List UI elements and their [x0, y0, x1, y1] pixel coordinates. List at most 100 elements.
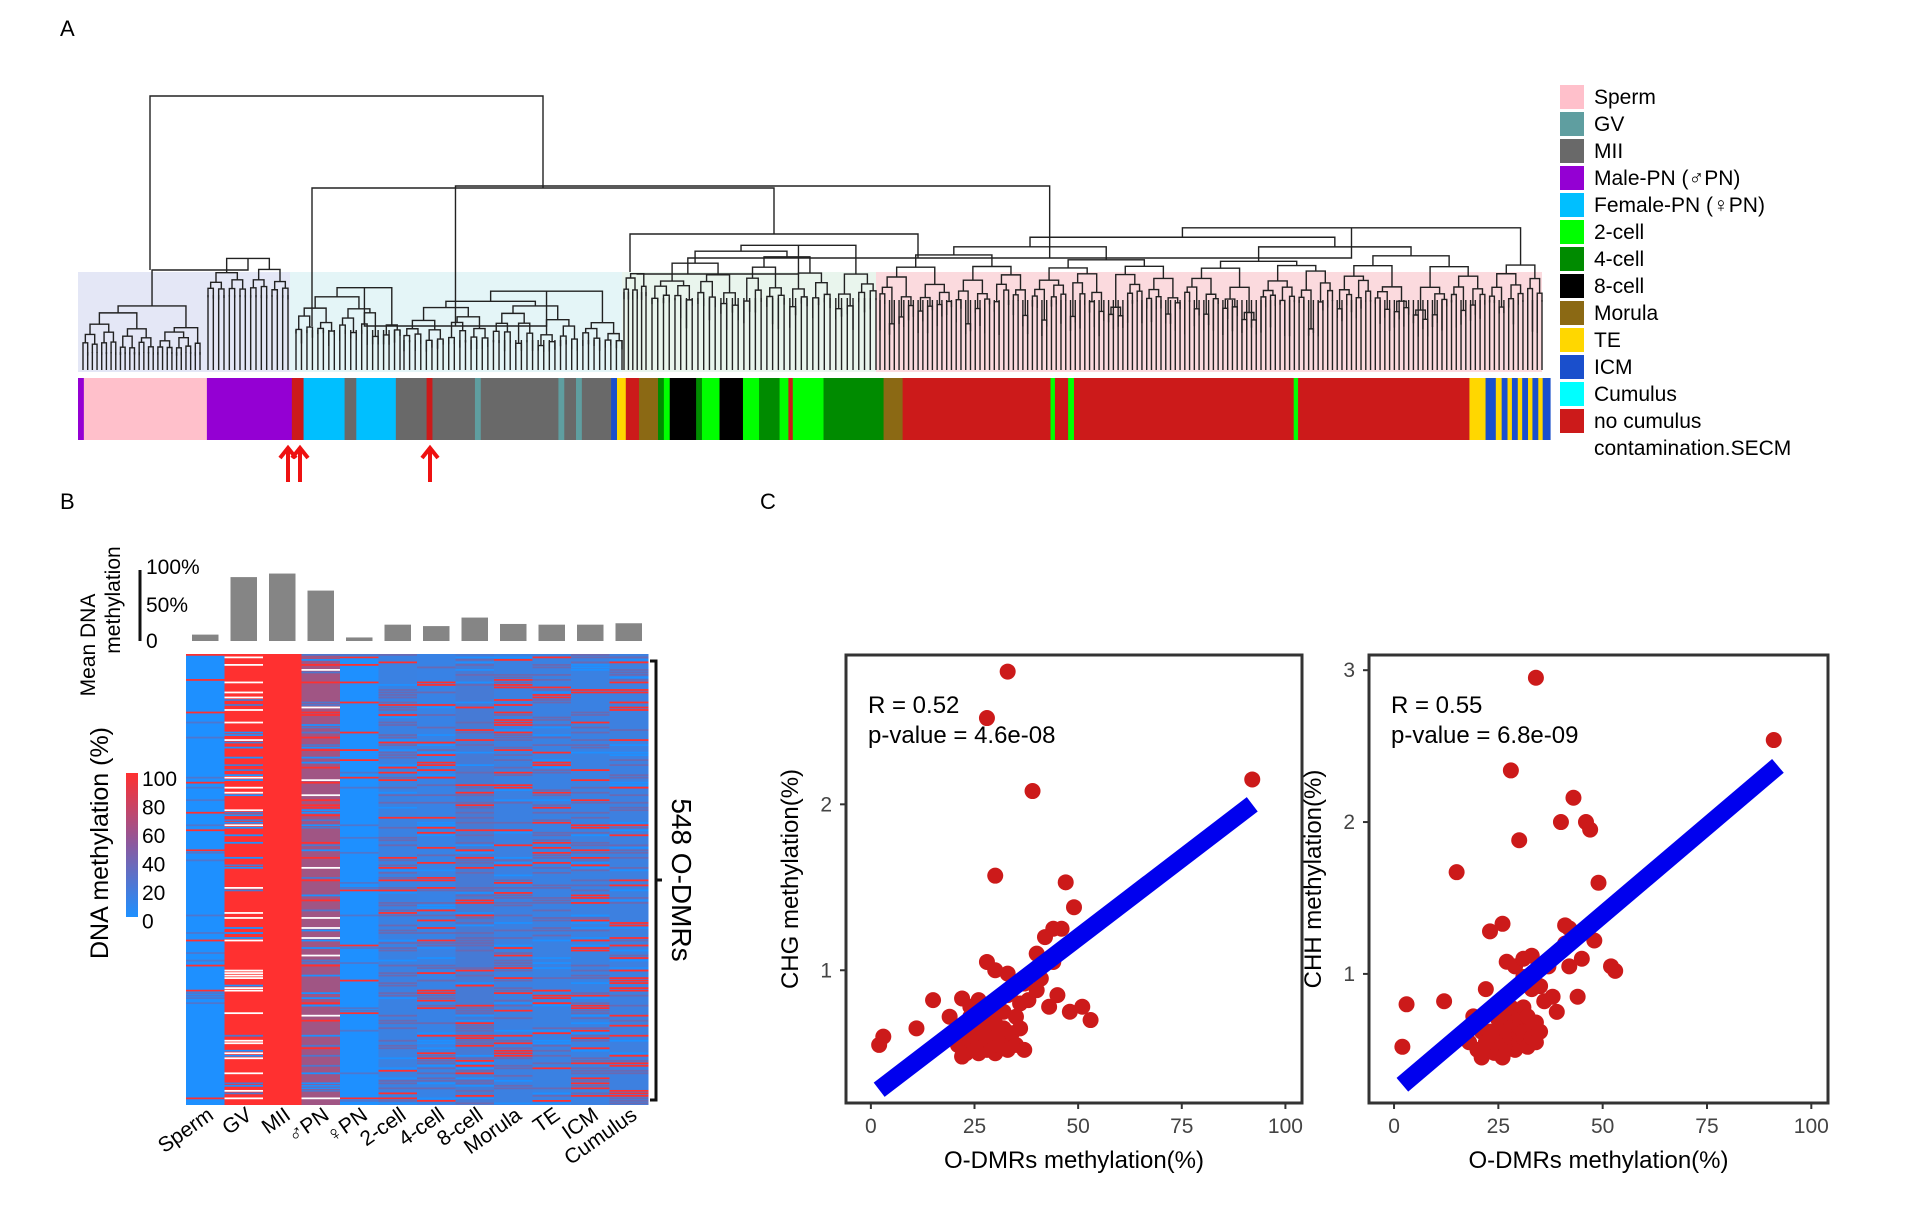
scatter-point: [1057, 874, 1074, 891]
heatmap-stripe: [417, 1059, 456, 1062]
dendrogram-link: [140, 337, 152, 347]
dendrogram-link: [860, 283, 874, 293]
annotation-segment: [575, 378, 583, 440]
heatmap-stripe: [186, 829, 225, 832]
heatmap-stripe: [532, 724, 572, 726]
heatmap-stripe: [455, 764, 495, 766]
heatmap-stripe: [532, 1049, 572, 1052]
dendrogram-link: [492, 330, 500, 344]
heatmap-stripe: [571, 1032, 610, 1035]
scatter-point: [1765, 732, 1782, 749]
heatmap-stripe: [301, 804, 341, 807]
heatmap-stripe: [455, 721, 495, 724]
dendrogram-link: [700, 280, 714, 298]
heatmap-stripe: [224, 731, 264, 734]
heatmap-stripe: [494, 1052, 533, 1055]
heatmap-stripe: [186, 939, 225, 942]
heatmap-stripe: [378, 974, 418, 977]
heatmap-stripe: [494, 947, 533, 949]
heatmap-stripe: [340, 1007, 379, 1010]
heatmap-stripe: [571, 1069, 610, 1072]
heatmap-stripe: [532, 1004, 572, 1007]
dendrogram-link: [1107, 313, 1115, 330]
heatmap-stripe: [378, 779, 418, 782]
heatmap-stripe: [417, 769, 456, 772]
heatmap-stripe: [494, 1064, 533, 1067]
dendrogram-link: [215, 272, 239, 283]
heatmap-stripe: [378, 791, 418, 794]
scatter-point: [925, 992, 942, 1009]
annotation-segment: [902, 378, 1052, 440]
heatmap-stripe: [301, 806, 341, 809]
dendrogram-link: [382, 334, 390, 345]
heatmap-stripe: [417, 914, 456, 917]
heatmap-stripe: [571, 1029, 610, 1032]
heatmap-stripe: [340, 771, 379, 774]
heatmap-stripe: [532, 819, 572, 822]
heatmap-stripe: [609, 829, 649, 832]
heatmap-stripe: [378, 869, 418, 872]
heatmap-stripe: [455, 974, 495, 977]
scatter-point: [999, 663, 1016, 680]
heatmap-stripe: [455, 841, 495, 844]
heatmap-stripe: [532, 701, 572, 704]
heatmap-stripe: [301, 654, 341, 656]
heatmap-stripe: [571, 779, 610, 782]
heatmap-stripe: [301, 664, 341, 666]
heatmap-stripe: [455, 1022, 495, 1025]
heatmap-stripe: [609, 1099, 649, 1102]
heatmap-stripe: [571, 661, 610, 664]
heatmap-stripe: [532, 734, 572, 736]
heatmap-stripe: [301, 826, 341, 829]
heatmap-stripe: [455, 887, 495, 889]
heatmap-stripe: [301, 1087, 341, 1090]
heatmap-stripe: [455, 871, 495, 874]
heatmap-stripe: [417, 1072, 456, 1075]
heatmap-stripe: [378, 654, 418, 656]
heatmap-stripe: [224, 937, 264, 939]
heatmap-stripe: [417, 761, 456, 764]
heatmap-stripe: [571, 1049, 610, 1052]
heatmap-stripe: [378, 661, 418, 664]
dendrogram-link: [1069, 315, 1076, 331]
mean-bar: [500, 623, 527, 641]
scatter-point: [1436, 993, 1453, 1010]
scatter-point: [978, 710, 995, 727]
heatmap-stripe: [609, 987, 649, 989]
heatmap-stripe: [494, 1084, 533, 1087]
heatmap-stripe: [417, 904, 456, 907]
heatmap-stripe: [532, 997, 572, 1000]
heatmap-stripe: [340, 656, 379, 659]
heatmap-stripe: [494, 892, 533, 894]
heatmap-stripe: [571, 949, 610, 952]
heatmap-stripe: [571, 731, 610, 734]
heatmap-stripe: [455, 1089, 495, 1092]
dendrogram-link: [662, 294, 670, 304]
dendrogram-link: [993, 300, 1000, 335]
heatmap-stripe: [532, 989, 572, 992]
heatmap-stripe: [417, 947, 456, 949]
dendrogram-link: [1279, 299, 1286, 337]
heatmap-stripe: [378, 741, 418, 744]
heatmap-stripe: [571, 1087, 610, 1090]
heatmap-stripe: [532, 794, 572, 797]
annotation-segment: [742, 378, 760, 440]
heatmap-stripe: [224, 769, 264, 772]
heatmap-stripe: [378, 684, 418, 686]
heatmap-stripe: [494, 999, 533, 1002]
heatmap-stripe: [378, 766, 418, 769]
heatmap-stripe: [417, 1039, 456, 1042]
heatmap-stripe: [455, 739, 495, 741]
colorbar-tick-label: 40: [142, 854, 165, 877]
dendrogram-link: [898, 316, 905, 328]
heatmap-stripe: [571, 726, 610, 729]
heatmap-stripe: [494, 929, 533, 932]
heatmap-stripe: [609, 994, 649, 997]
heatmap-stripe: [378, 892, 418, 894]
heatmap-stripe: [609, 824, 649, 827]
heatmap-stripe: [532, 1044, 572, 1047]
dendrogram-link: [1053, 284, 1065, 297]
heatmap-stripe: [494, 681, 533, 684]
